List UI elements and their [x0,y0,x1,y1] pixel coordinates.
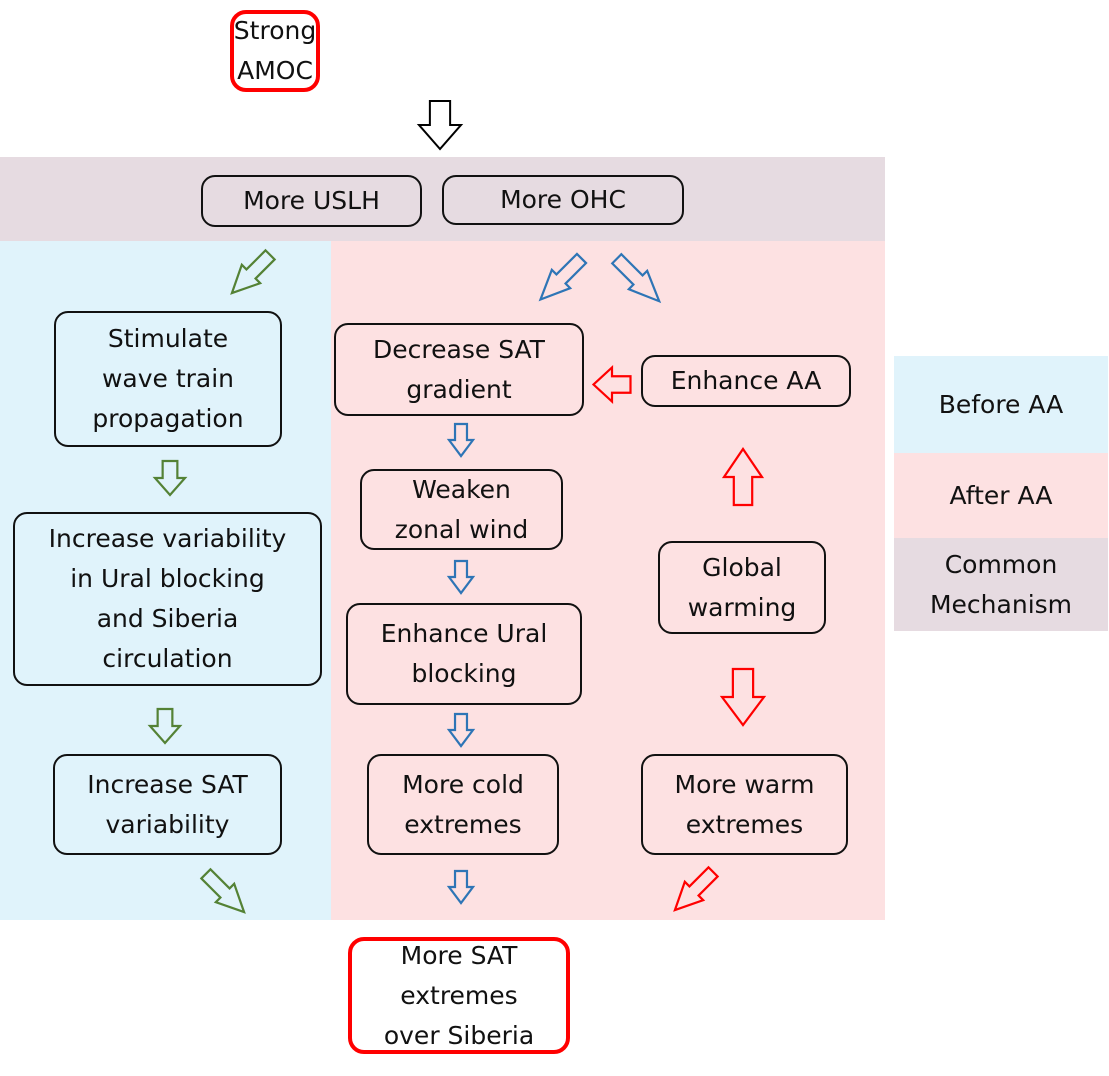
arrow-green-down-right-icon [199,867,246,914]
arrow-blue-down-icon [446,869,476,905]
arrow-red-down-icon [719,667,767,727]
arrow-green-diag-icon [230,248,277,295]
arrow-shape [673,865,720,912]
arrow-shape [610,252,662,304]
increase-sat-variability-box: Increase SAT variability [53,754,282,855]
arrow-shape [591,364,632,404]
arrow-shape [446,712,476,748]
decrease-sat-gradient-box: Decrease SAT gradient [334,323,584,416]
arrow-amoc-down-icon [416,100,464,151]
arrow-shape [446,422,476,458]
arrow-red-up-icon [721,447,765,507]
more-ohc-box: More OHC [442,175,684,225]
enhance-ural-blocking-box: Enhance Ural blocking [346,603,582,705]
arrow-shape [147,707,183,745]
strong-amoc-box: Strong AMOC [230,10,320,92]
arrow-blue-down-icon [446,422,476,458]
arrow-shape [416,100,464,151]
arrow-shape [538,252,588,302]
legend-common-mechanism: Common Mechanism [894,538,1108,631]
stimulate-wave-train-box: Stimulate wave train propagation [54,311,282,447]
weaken-zonal-wind-box: Weaken zonal wind [360,469,563,550]
global-warming-box: Global warming [658,541,826,634]
arrow-blue-down-right-icon [610,252,662,304]
arrow-green-down-icon [147,707,183,745]
arrow-shape [152,459,188,497]
legend-before-aa: Before AA [894,356,1108,453]
more-cold-extremes-box: More cold extremes [367,754,559,855]
arrow-shape [446,869,476,905]
arrow-blue-down-left-icon [538,252,588,302]
enhance-aa-box: Enhance AA [641,355,851,407]
increase-variability-box: Increase variability in Ural blocking an… [13,512,322,686]
arrow-red-left-icon [591,364,632,404]
arrow-green-down-icon [152,459,188,497]
legend-after-aa: After AA [894,453,1108,538]
more-sat-extremes-box: More SAT extremes over Siberia [348,937,570,1054]
after-aa-panel [331,241,885,920]
arrow-shape [230,248,277,295]
more-warm-extremes-box: More warm extremes [641,754,848,855]
arrow-blue-down-icon [446,559,476,595]
more-uslh-box: More USLH [201,175,422,227]
arrow-shape [446,559,476,595]
arrow-red-down-left-icon [673,865,720,912]
arrow-shape [721,447,765,507]
arrow-shape [199,867,246,914]
arrow-blue-down-icon [446,712,476,748]
arrow-shape [719,667,767,727]
